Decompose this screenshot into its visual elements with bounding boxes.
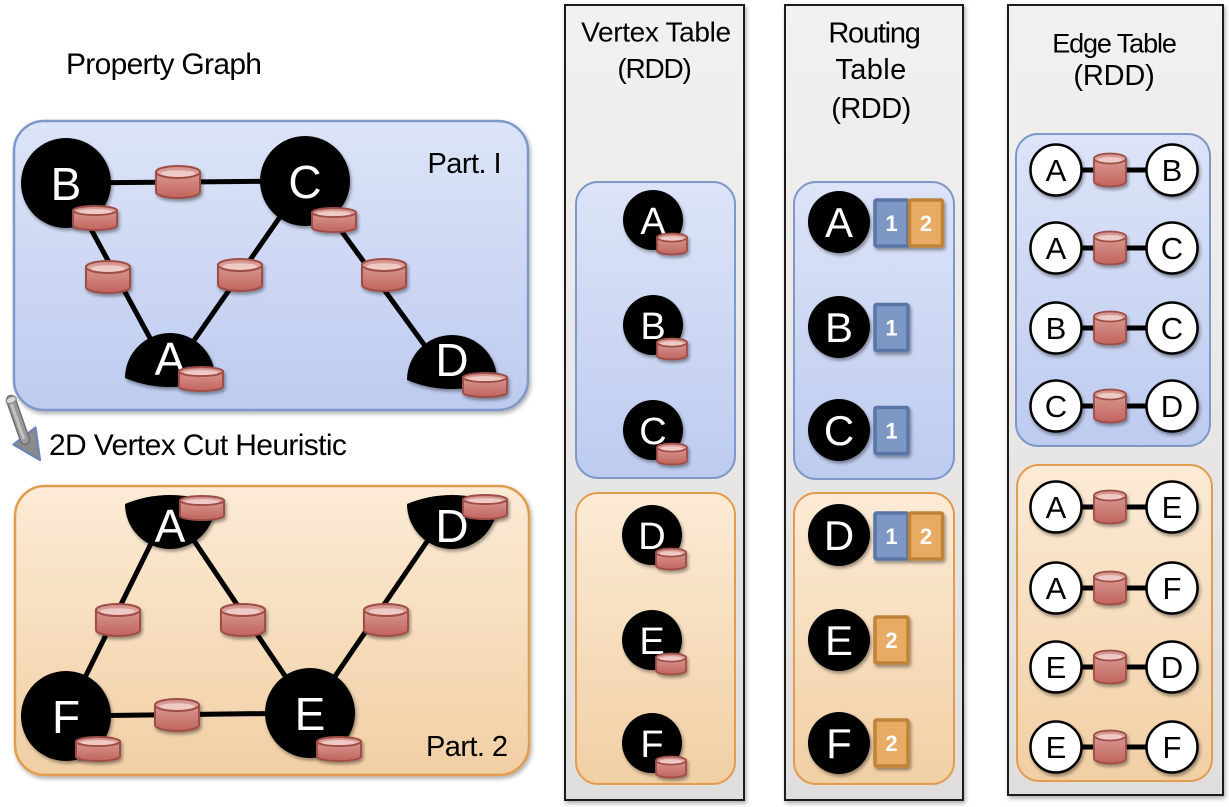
svg-text:C: C [1045, 389, 1067, 424]
svg-text:F: F [1163, 571, 1182, 606]
svg-text:(RDD): (RDD) [617, 53, 690, 84]
svg-text:(RDD): (RDD) [1073, 60, 1154, 92]
svg-text:B: B [1162, 153, 1183, 188]
svg-text:D: D [1161, 389, 1183, 424]
svg-text:E: E [295, 688, 326, 740]
svg-text:A: A [1046, 571, 1067, 606]
svg-text:E: E [1162, 490, 1183, 525]
svg-text:B: B [51, 158, 82, 210]
svg-text:A: A [825, 199, 853, 246]
svg-text:Table: Table [835, 54, 906, 86]
svg-text:F: F [1163, 730, 1182, 765]
svg-text:D: D [824, 512, 854, 559]
svg-text:Edge Table: Edge Table [1052, 28, 1176, 58]
svg-text:2D Vertex Cut Heuristic: 2D Vertex Cut Heuristic [49, 429, 347, 462]
svg-text:1: 1 [885, 419, 897, 444]
svg-text:A: A [1046, 490, 1067, 525]
svg-text:E: E [1046, 650, 1067, 685]
svg-text:A: A [1046, 231, 1067, 266]
svg-text:E: E [1046, 730, 1067, 765]
svg-text:(RDD): (RDD) [831, 93, 910, 125]
svg-text:2: 2 [885, 731, 897, 756]
svg-text:D: D [1161, 650, 1183, 685]
svg-text:C: C [824, 407, 854, 454]
svg-text:Property Graph: Property Graph [66, 48, 261, 81]
svg-text:A: A [1046, 153, 1067, 188]
svg-text:Part. 2: Part. 2 [426, 731, 507, 763]
svg-text:2: 2 [920, 211, 932, 236]
svg-text:2: 2 [920, 524, 932, 549]
svg-text:1: 1 [885, 524, 897, 549]
svg-text:Part. I: Part. I [428, 148, 502, 180]
svg-text:E: E [825, 617, 853, 664]
svg-text:Routing: Routing [828, 18, 919, 50]
svg-text:1: 1 [885, 316, 897, 341]
svg-text:C: C [1161, 311, 1183, 346]
svg-text:B: B [1046, 311, 1067, 346]
svg-text:F: F [640, 724, 663, 766]
svg-text:F: F [826, 720, 852, 767]
svg-text:1: 1 [885, 211, 897, 236]
svg-text:2: 2 [885, 628, 897, 653]
svg-text:Vertex Table: Vertex Table [581, 17, 731, 48]
svg-text:C: C [288, 156, 321, 208]
svg-text:B: B [825, 304, 853, 351]
svg-text:F: F [52, 691, 80, 743]
svg-text:C: C [1161, 231, 1183, 266]
